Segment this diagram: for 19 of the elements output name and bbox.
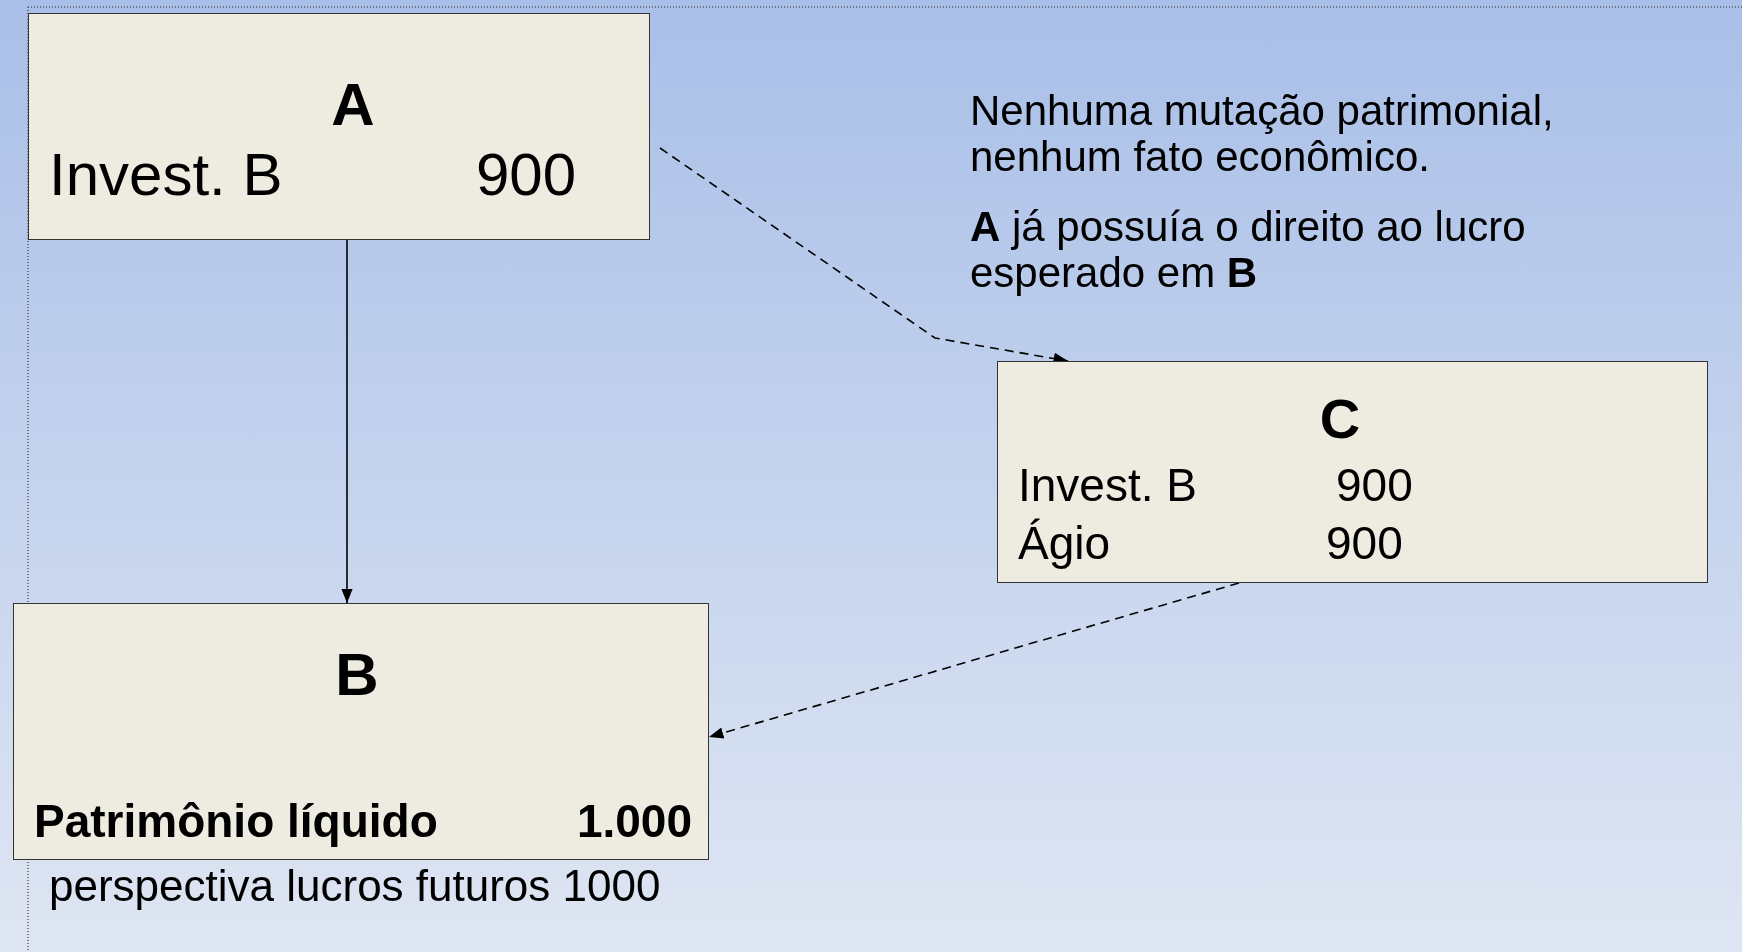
- amount: 900: [476, 142, 577, 208]
- amount: 900: [1336, 460, 1413, 511]
- account-name: Patrimônio líquido: [34, 796, 438, 847]
- box-title: C: [1319, 388, 1361, 450]
- box-title: A: [331, 72, 375, 138]
- amount: 900: [1326, 518, 1403, 569]
- account-name: Invest. B: [1018, 460, 1197, 511]
- note-text: Nenhuma mutação patrimonial, nenhum fato econômico.: [970, 88, 1555, 181]
- account-name: Invest. B: [49, 142, 283, 208]
- note-text: perspectiva lucros futuros 1000: [49, 862, 661, 911]
- account-box: [997, 361, 1708, 583]
- account-name: Ágio: [1018, 518, 1111, 569]
- note-text: A já possuía o direito ao lucro esperado em B: [970, 204, 1527, 297]
- account-box: [28, 13, 650, 240]
- amount: 1.000: [576, 796, 692, 847]
- arrow: [341, 239, 353, 604]
- account-box: [13, 603, 709, 860]
- box-title: B: [335, 642, 379, 708]
- arrow: [708, 582, 1240, 739]
